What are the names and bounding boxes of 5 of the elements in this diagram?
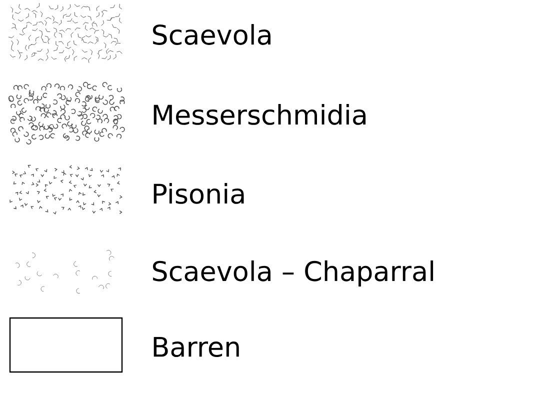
legend-label: Scaevola – Chaparral (153, 260, 434, 287)
legend-label: Messerschmidia (154, 104, 366, 125)
legend-label: Pisonia (154, 183, 244, 204)
legend-label: Barren (154, 336, 239, 358)
legend-label: Scaevola (153, 24, 270, 45)
